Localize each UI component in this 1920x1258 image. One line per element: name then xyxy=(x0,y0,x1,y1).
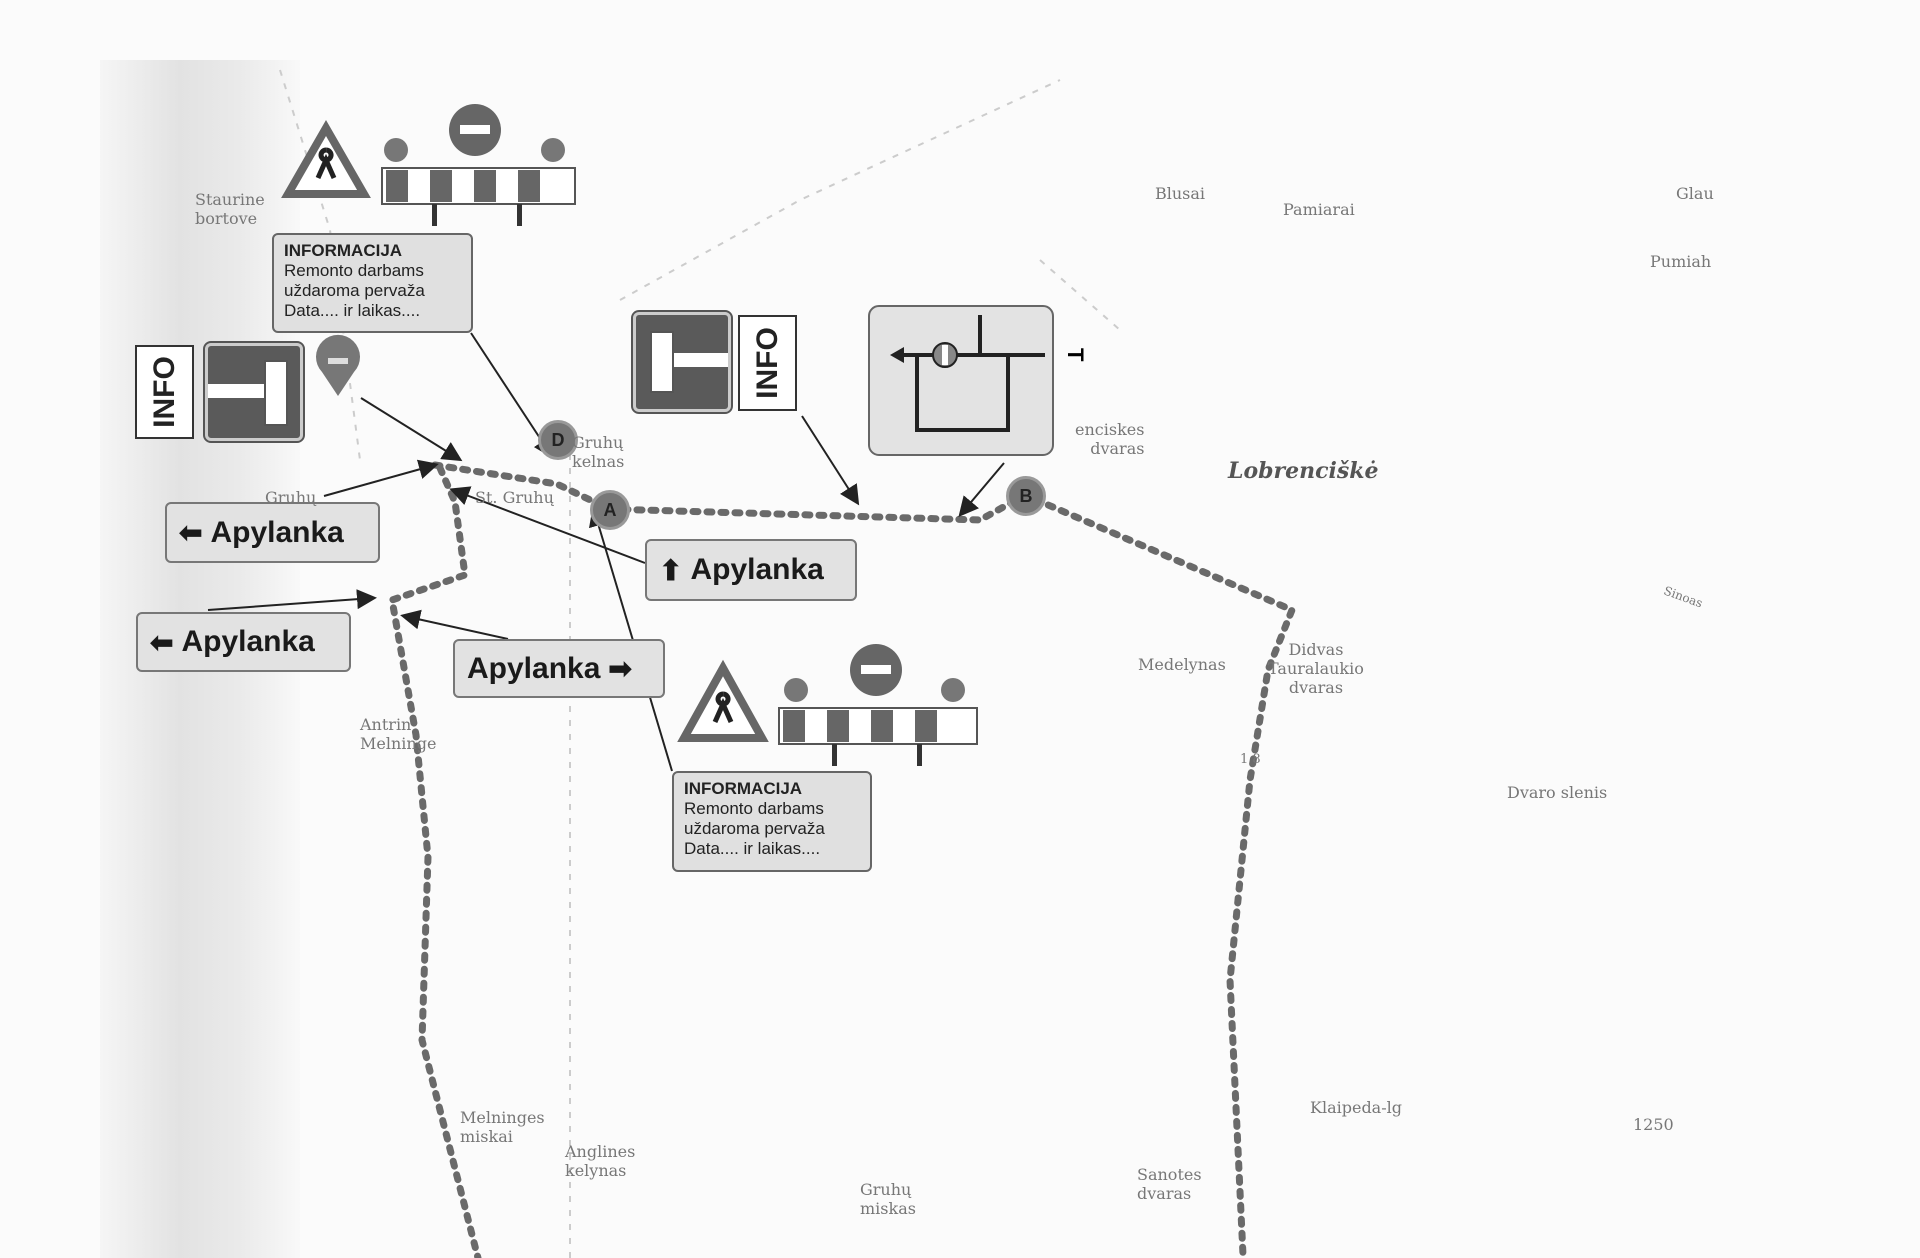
info-sign-text: INFO xyxy=(147,356,181,428)
detour-sign-left: ⬅Apylanka xyxy=(136,612,351,672)
arrow-left-icon: ⬅ xyxy=(179,517,203,548)
barrier-icon xyxy=(381,104,576,226)
place-label: 1250 xyxy=(1633,1115,1674,1134)
pointer-arrow xyxy=(400,609,509,640)
info-sign-text: INFO xyxy=(750,327,784,399)
pointer-arrow xyxy=(958,462,1005,518)
place-label: Staurine bortove xyxy=(195,190,265,229)
faint-road xyxy=(279,69,361,461)
detour-sign-right: Apylanka➡ xyxy=(453,639,665,698)
arrow-left-icon: ⬅ xyxy=(150,626,174,658)
pointer-arrow xyxy=(801,415,860,506)
info-line: Data.... ir laikas.... xyxy=(284,301,421,320)
dead-end-sign-icon xyxy=(631,310,733,414)
info-line: Data.... ir laikas.... xyxy=(684,839,821,858)
place-label: Blusai xyxy=(1155,184,1206,203)
place-label: Didvas Tauralaukio dvaras xyxy=(1268,640,1364,698)
dead-end-sign-icon xyxy=(203,341,305,443)
roadwork-sign-icon xyxy=(677,659,769,742)
detour-text: Apylanka xyxy=(181,625,315,658)
detour-text: Apylanka xyxy=(210,515,344,549)
info-title: INFORMACIJA xyxy=(284,241,403,260)
place-label: Anglines kelynas xyxy=(565,1142,636,1181)
info-line: uždaroma pervaža xyxy=(684,819,825,838)
arrow-right-icon: ➡ xyxy=(608,653,632,684)
place-label: Gruhų kelnas xyxy=(572,433,625,472)
info-title: INFORMACIJA xyxy=(684,779,803,798)
marker-a: A xyxy=(590,490,630,530)
arrow-up-icon: ⬆ xyxy=(659,554,683,586)
place-label: Klaipeda-lg xyxy=(1310,1098,1402,1117)
place-label: Lobrenciškė xyxy=(1228,458,1379,484)
road-closure-diagram-sign-icon: T xyxy=(868,305,1088,456)
place-label: Melninges miskai xyxy=(460,1108,545,1147)
pointer-arrow xyxy=(323,459,439,497)
place-label: enciskes dvaras xyxy=(1075,420,1145,459)
marker-b: B xyxy=(1006,476,1046,516)
pointer-arrow xyxy=(470,332,554,459)
place-label: Gruhų xyxy=(265,488,317,507)
barrier-icon xyxy=(778,644,978,766)
info-line: Remonto darbams xyxy=(284,261,424,280)
place-label: Dvaro slenis xyxy=(1507,783,1608,802)
no-entry-pin-icon xyxy=(316,334,360,396)
detour-sign-left: ⬅Apylanka xyxy=(165,502,380,563)
place-label: Medelynas xyxy=(1138,655,1226,674)
roadwork-sign-icon xyxy=(281,119,371,198)
info-box-bottom: INFORMACIJA Remonto darbams uždaroma per… xyxy=(672,771,872,872)
detour-route xyxy=(388,464,482,1258)
faint-road xyxy=(1039,259,1121,331)
place-label: St. Gruhų xyxy=(475,488,554,507)
place-label: Sanotes dvaras xyxy=(1137,1165,1202,1204)
detour-text: Apylanka xyxy=(467,651,601,685)
place-label: Glau xyxy=(1676,184,1714,203)
info-sign: INFO xyxy=(135,345,194,439)
place-label: Gruhų miskas xyxy=(860,1180,916,1219)
route-km-label: 1 8 xyxy=(1240,752,1261,767)
place-label: Pamiarai xyxy=(1283,200,1355,219)
detour-text: Apylanka xyxy=(690,553,824,586)
info-sign: INFO xyxy=(738,315,797,411)
detour-sign-up: ⬆Apylanka xyxy=(645,539,857,601)
place-label: Pumiah xyxy=(1650,252,1712,271)
faint-road xyxy=(619,79,1061,301)
detour-route xyxy=(605,491,1297,1258)
info-line: uždaroma pervaža xyxy=(284,281,425,300)
pointer-arrow xyxy=(360,397,463,462)
pointer-arrow xyxy=(207,589,377,611)
pointer-arrow xyxy=(449,486,646,564)
marker-d: D xyxy=(538,420,578,460)
place-label: Antrin Melninge xyxy=(360,715,437,754)
sign-letter: T xyxy=(1063,348,1088,362)
info-box-top: INFORMACIJA Remonto darbams uždaroma per… xyxy=(272,233,473,333)
info-line: Remonto darbams xyxy=(684,799,824,818)
